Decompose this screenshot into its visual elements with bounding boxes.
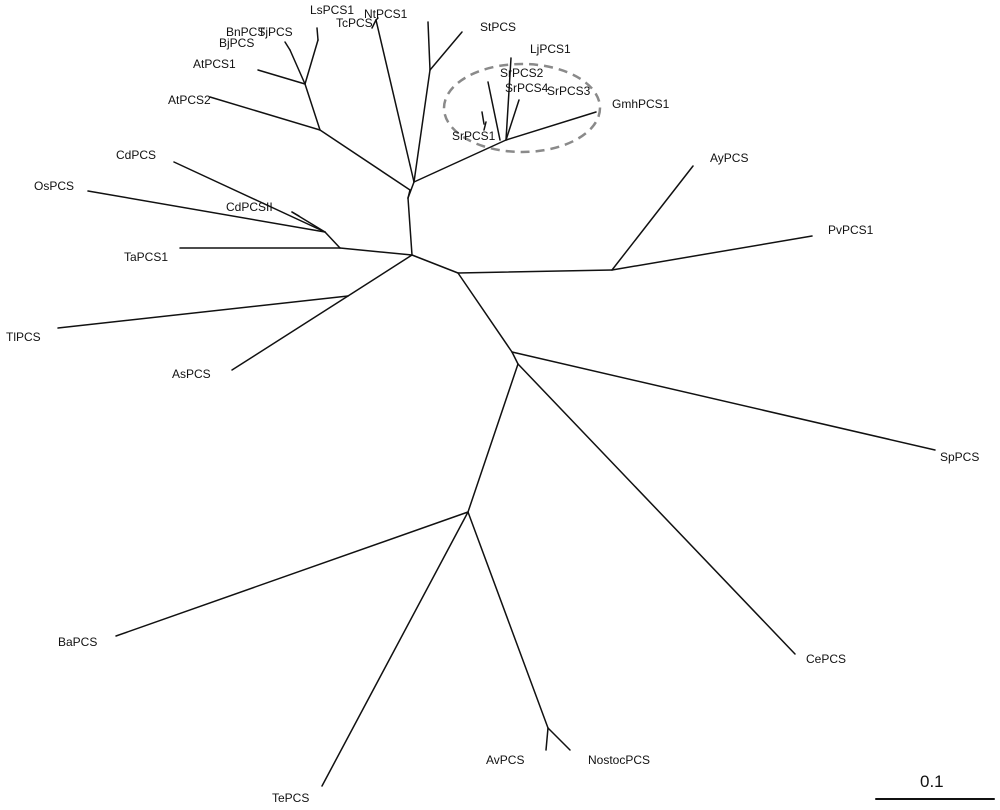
branch-upper-to-brassica-node <box>319 129 411 191</box>
branch-stpcs-base-up <box>427 21 431 71</box>
branch-sr-to-srpcs4 <box>487 81 501 141</box>
label-ay-pcs: AyPCS <box>710 151 748 165</box>
label-av-pcs: AvPCS <box>486 753 524 767</box>
highlight-ellipse <box>442 62 602 154</box>
label-te-pcs: TePCS <box>272 791 309 805</box>
label-ba-pcs: BaPCS <box>58 635 97 649</box>
branch-tl-node-to-aspcs <box>231 295 349 371</box>
branch-trunk-to-left-node <box>339 247 413 256</box>
label-lj-pcs1: LjPCS1 <box>530 42 571 56</box>
branch-av-node-to-avpcs <box>545 727 549 751</box>
branch-right-node-to-ay <box>457 269 613 274</box>
branch-tl-node-to-tlpcs <box>57 295 349 329</box>
branch-ba-node-to-av <box>467 511 549 729</box>
branch-sp-node-to-ce <box>511 351 519 365</box>
label-nt-pcs1: NtPCS1 <box>364 7 408 21</box>
branch-sr-to-srpcs3 <box>505 99 520 141</box>
label-sr-pcs3: SrPCS3 <box>547 84 591 98</box>
branch-cd-to-cdpcs <box>173 161 326 233</box>
label-ce-pcs: CePCS <box>806 652 846 666</box>
label-cd-pcs: CdPCS <box>116 148 156 162</box>
branch-to-bn-tj <box>289 49 306 85</box>
label-gmh-pcs1: GmhPCS1 <box>612 97 670 111</box>
branch-cd-to-ospcs <box>87 190 326 233</box>
branch-sr-to-ljpcs1 <box>505 57 512 141</box>
branch-upper-to-cdpcs-clade <box>407 189 411 199</box>
branch-left-node-to-tl <box>347 254 413 297</box>
scale-bar: 0.1 <box>875 772 995 800</box>
branch-trunk-upper <box>407 197 413 256</box>
label-pv-pcs1: PvPCS1 <box>828 223 874 237</box>
label-bn-pcs: BnPCS <box>226 25 265 39</box>
branch-to-lspcs1 <box>304 39 319 85</box>
branch-brassica-to-atpcs2 <box>209 96 321 131</box>
label-ls-pcs1: LsPCS1 <box>310 3 354 17</box>
branch-stpcs-base-to-stpcs <box>429 31 463 71</box>
label-at-pcs2: AtPCS2 <box>168 93 211 107</box>
tree-branches <box>57 17 936 787</box>
label-bj-pcs: BjPCS <box>219 36 254 50</box>
branch-node-b-to-stpcs-base <box>413 69 431 183</box>
branch-cdpcsii-tick <box>291 211 300 217</box>
label-tc-pcs: TcPCS <box>336 16 373 30</box>
label-as-pcs: AsPCS <box>172 367 211 381</box>
taxon-labels: LsPCS1 TcPCS NtPCS1 BnPCS TjPCS BjPCS At… <box>6 3 979 805</box>
label-sr-pcs4: SrPCS4 <box>505 81 549 95</box>
branch-ce-node-to-ba <box>467 363 519 513</box>
branch-ba-node-to-bapcs <box>115 511 469 637</box>
branch-right-node-to-sp <box>457 272 513 353</box>
branch-to-atpcs1 <box>257 69 306 85</box>
scale-bar-label: 0.1 <box>920 772 944 791</box>
branch-sr-to-srpcs1 <box>481 111 485 125</box>
label-sr-pcs1: SrPCS1 <box>452 129 496 143</box>
branch-node-a-to-sr-clade <box>413 139 507 183</box>
branch-left-node-to-cd <box>324 231 341 249</box>
label-sp-pcs: SpPCS <box>940 450 979 464</box>
label-ta-pcs1: TaPCS1 <box>124 250 168 264</box>
branch-to-tcpcs <box>371 19 377 29</box>
label-sr-pcs2: SrPCS2 <box>500 66 544 80</box>
branch-sr-to-gmhpcs1 <box>505 111 597 141</box>
label-tl-pcs: TlPCS <box>6 330 41 344</box>
branch-av-node-to-nostocpcs <box>547 727 571 751</box>
branch-ce-node-to-cepcs <box>517 363 796 655</box>
label-os-pcs: OsPCS <box>34 179 74 193</box>
branch-node-b-to-c <box>375 19 411 166</box>
branch-sr-stub <box>483 121 487 131</box>
branch-brassica-up <box>304 83 321 131</box>
label-cd-pcs-ii: CdPCSII <box>226 200 273 214</box>
label-at-pcs1: AtPCS1 <box>193 57 236 71</box>
branch-ba-node-to-tepcs <box>321 511 469 787</box>
branch-trunk-to-right-node <box>411 254 459 274</box>
label-nostoc-pcs: NostocPCS <box>588 753 650 767</box>
branch-ay-node-to-aypcs <box>611 165 694 271</box>
label-tj-pcs: TjPCS <box>258 25 293 39</box>
branch-sp-node-to-sppcs <box>511 351 936 451</box>
branch-to-bjpcs-stub <box>284 41 291 51</box>
label-st-pcs: StPCS <box>480 20 516 34</box>
branch-lspcs1-up <box>316 27 319 41</box>
branch-node-a-to-b <box>409 164 415 183</box>
branch-ay-node-to-pvpcs1 <box>611 235 813 271</box>
